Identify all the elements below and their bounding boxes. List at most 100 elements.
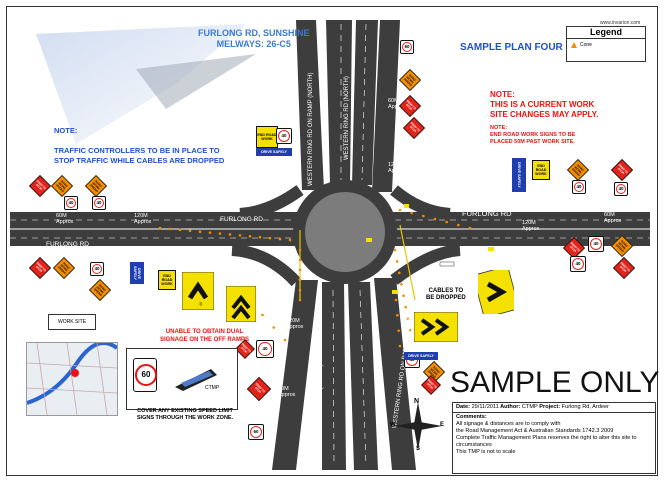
plan-info-meta: Date: 29/11/2011 Author: CTMP Project: F…	[453, 403, 655, 413]
compass-w: W	[390, 422, 396, 428]
cone-marker	[404, 305, 408, 309]
speed-40-value: 40	[92, 264, 102, 274]
speed-40-sign: 40	[256, 340, 274, 358]
speed-40-sign: 40	[90, 262, 104, 276]
label-furlong-rd-west: FURLONG RD	[220, 216, 263, 223]
cone-marker	[406, 317, 410, 320]
sign-text: END ROAD WORK	[161, 274, 173, 286]
cone-marker	[298, 298, 302, 302]
speed-40-value: 40	[590, 238, 602, 250]
decorative-swoosh	[36, 24, 256, 144]
cone-marker	[433, 217, 437, 221]
vehicle-2	[404, 204, 409, 208]
cone-marker	[283, 338, 287, 342]
cone-marker	[402, 294, 405, 298]
speed-40-value: 40	[66, 198, 76, 208]
cone-marker	[445, 220, 448, 224]
cone-marker	[238, 234, 242, 237]
wrr-north-roadway-b	[352, 20, 378, 185]
cone-marker	[261, 313, 264, 317]
speed-limit-sign: 60	[133, 358, 157, 392]
cone-icon	[571, 42, 577, 48]
plan-info-comments: Comments: All signage & distances are to…	[456, 414, 637, 455]
drive-safely-sign: DRIVE SAFELY	[512, 158, 526, 192]
speed-60-value: 60	[250, 426, 262, 438]
speed-60-sign: 60	[248, 424, 264, 440]
speed-limit-value: 60	[135, 364, 157, 386]
sign-text: DRIVE SAFELY	[261, 150, 287, 154]
speed-40-sign: 40	[572, 180, 586, 194]
legend-item-cone: Cone	[580, 42, 592, 48]
cone-marker	[397, 329, 400, 332]
compass-n: N	[414, 398, 420, 405]
watermark-url: www.invarion.com	[600, 20, 641, 26]
cone-marker	[298, 268, 302, 272]
speed-40-value: 40	[574, 182, 584, 192]
cone-marker	[208, 231, 212, 234]
plan-title: SAMPLE PLAN FOUR	[460, 42, 563, 53]
work-site-label: WORK SITE	[48, 314, 96, 330]
wrr-south-roadway-b	[348, 282, 378, 470]
cone-marker	[298, 288, 302, 292]
cone-marker	[158, 226, 162, 230]
legend-box: Legend Cone	[566, 26, 646, 62]
cone-marker	[410, 211, 413, 215]
end-road-work-sign: END ROAD WORK	[532, 160, 550, 180]
speed-40-value: 40	[94, 198, 104, 208]
ramp-south-west-roadway	[272, 280, 318, 470]
legend-title: Legend	[567, 27, 645, 39]
drive-safely-sign: DRIVE SAFELY	[130, 262, 144, 284]
sign-text: END ROAD WORK	[535, 164, 547, 176]
vehicle-3	[392, 290, 398, 294]
chevron-board-2	[226, 286, 256, 322]
cone-marker	[398, 344, 402, 348]
drive-safely-sign: DRIVE SAFELY	[256, 148, 292, 156]
speed-40-sign: 40	[276, 128, 292, 144]
cone-marker	[228, 233, 232, 236]
map-graphic	[27, 343, 117, 415]
sign-text: DRIVE SAFELY	[408, 354, 434, 358]
sign-text: DRIVE SAFELY	[133, 266, 141, 280]
sample-only-watermark: SAMPLE ONLY	[450, 366, 660, 399]
plan-info-box: Date: 29/11/2011 Author: CTMP Project: F…	[452, 402, 656, 474]
speed-60-sign: 60	[400, 40, 414, 54]
chevron-board-3	[478, 270, 514, 314]
cone-marker	[408, 328, 412, 332]
speed-40-value: 40	[278, 130, 290, 142]
compass-rose	[394, 402, 442, 450]
vehicle-4	[439, 261, 455, 267]
cone-marker	[298, 278, 302, 282]
compass-e: E	[440, 422, 445, 428]
cone-marker	[422, 214, 425, 218]
speed-60-value: 60	[402, 42, 412, 52]
cone-marker	[268, 236, 272, 240]
cone-marker	[298, 258, 302, 262]
cone-marker	[288, 238, 292, 242]
vehicle-5	[488, 247, 494, 251]
vehicle-1	[366, 238, 372, 242]
cone-marker	[258, 235, 262, 239]
speed-cover-box: 60 CTMP	[126, 348, 238, 410]
cone-marker	[468, 226, 472, 230]
speed-40-value: 40	[258, 342, 272, 356]
speed-40-sign: 40	[588, 236, 604, 252]
plan-frame	[6, 6, 658, 476]
speed-40-sign: 40	[570, 256, 586, 272]
speed-40-sign: 40	[64, 196, 78, 210]
compass-s: S	[416, 446, 421, 452]
wrr-north-ramp-roadway	[372, 20, 400, 192]
cone-marker	[400, 282, 403, 286]
cone-marker	[397, 271, 401, 275]
